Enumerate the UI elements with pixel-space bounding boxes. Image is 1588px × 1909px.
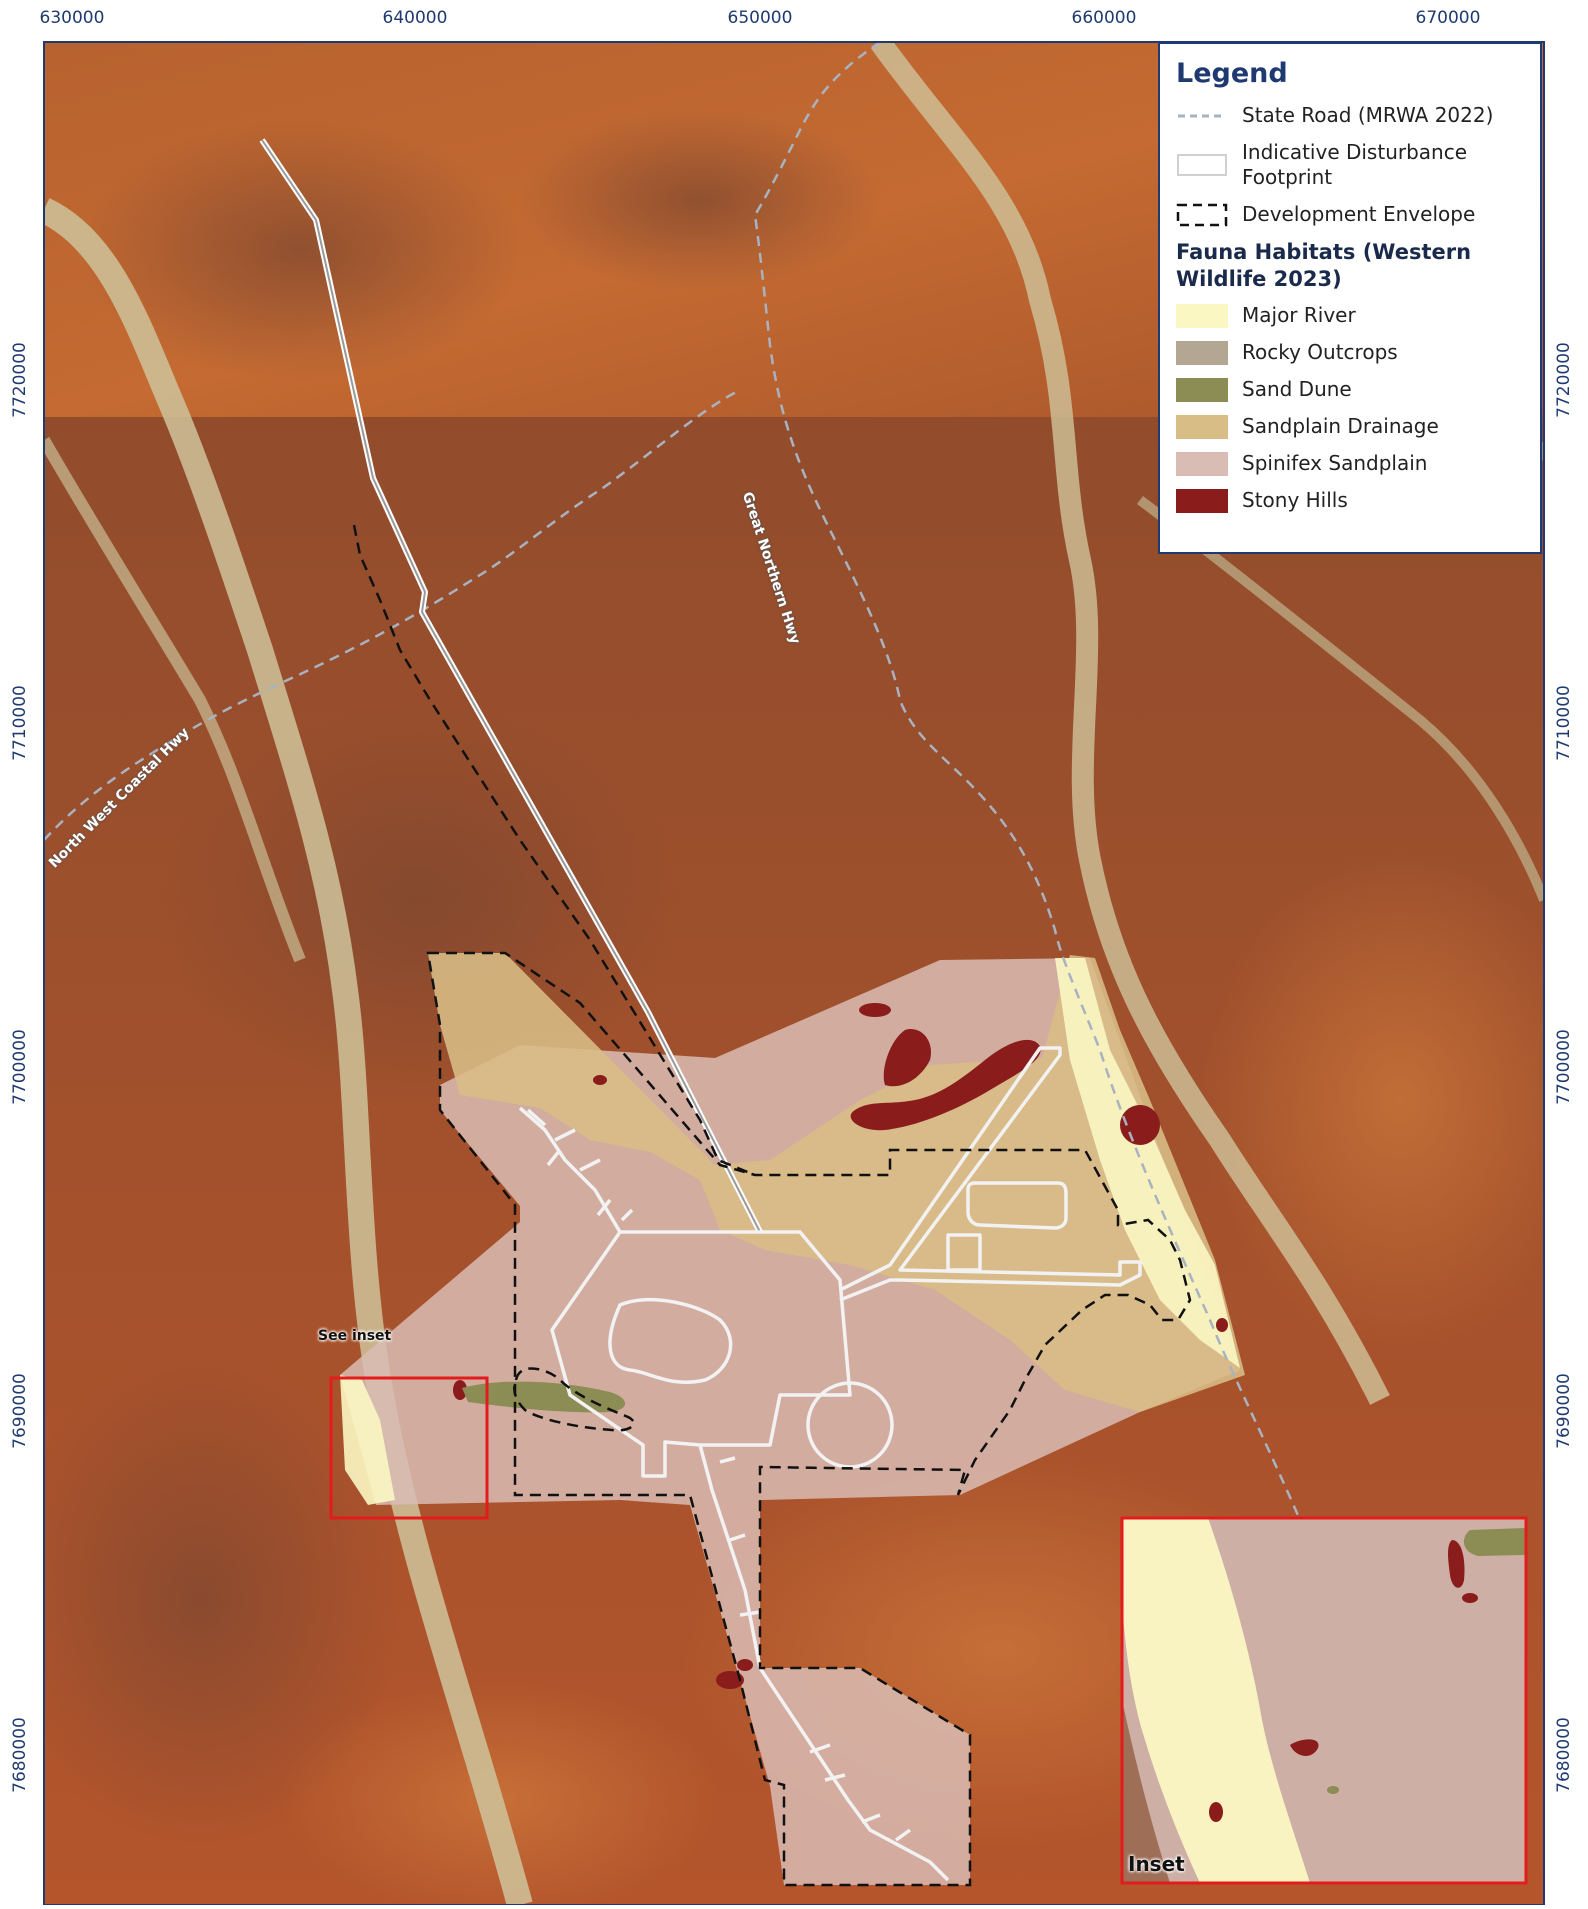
- legend-panel: Legend State Road (MRWA 2022) Indicative…: [1158, 42, 1542, 554]
- legend-habitat-heading: Fauna Habitats (Western Wildlife 2023): [1176, 240, 1472, 291]
- see-inset-box[interactable]: [329, 1376, 489, 1520]
- major-river-polygon: [1122, 1518, 1310, 1883]
- easting-tick: 650000: [727, 8, 793, 28]
- stony-hills-polygon: [859, 1003, 891, 1017]
- color-swatch: [1176, 414, 1228, 439]
- stony-hills-polygon: [1290, 1739, 1319, 1756]
- habitat-layer: [340, 953, 1245, 1885]
- color-swatch: [1176, 377, 1228, 402]
- dashed-line-icon: [1178, 114, 1226, 117]
- stony-hills-polygon: [850, 1039, 1041, 1131]
- legend-title: Legend: [1176, 58, 1288, 89]
- legend-label: State Road (MRWA 2022): [1242, 103, 1494, 127]
- easting-tick: 660000: [1071, 8, 1137, 28]
- stony-hills-polygon: [716, 1671, 744, 1689]
- easting-tick: 640000: [382, 8, 448, 28]
- major-river-polygon: [1055, 958, 1240, 1368]
- stony-hills-polygon: [737, 1659, 753, 1671]
- stony-hills-polygon: [1209, 1802, 1223, 1822]
- color-swatch: [1176, 340, 1228, 365]
- northing-tick-right: 7720000: [1553, 342, 1574, 418]
- northing-tick-right: 7680000: [1553, 1717, 1574, 1793]
- legend-label: Spinifex Sandplain: [1242, 451, 1428, 475]
- northing-tick-left: 7700000: [9, 1029, 30, 1105]
- disturbance-footprint: [259, 138, 1142, 1882]
- color-swatch: [1176, 451, 1228, 476]
- northing-tick-right: 7690000: [1553, 1373, 1574, 1449]
- stony-hills-polygon: [593, 1075, 607, 1085]
- northing-tick-left: 7690000: [9, 1373, 30, 1449]
- white-outline-box-icon: [1177, 154, 1227, 176]
- inset-map[interactable]: [1120, 1516, 1528, 1885]
- stony-hills-polygon: [1448, 1540, 1465, 1588]
- legend-label: Sand Dune: [1242, 377, 1352, 401]
- northing-tick-left: 7680000: [9, 1717, 30, 1793]
- legend-label: Sandplain Drainage: [1242, 414, 1439, 438]
- dashed-box-icon: [1176, 203, 1228, 226]
- easting-tick: 630000: [39, 8, 105, 28]
- legend-label: Indicative Disturbance Footprint: [1242, 140, 1468, 189]
- northing-tick-right: 7710000: [1553, 685, 1574, 761]
- great-northern-hwy: [753, 42, 1302, 1521]
- stony-hills-polygon: [883, 1029, 931, 1087]
- legend-label: Stony Hills: [1242, 488, 1348, 512]
- sandplain-drainage-polygon: [428, 953, 1245, 1412]
- northing-tick-right: 7700000: [1553, 1029, 1574, 1105]
- major-river-polygon: [340, 1375, 395, 1505]
- legend-item-disturbance-footprint: Indicative Disturbance Footprint: [1176, 140, 1524, 190]
- legend-item-state-road: State Road (MRWA 2022): [1176, 103, 1524, 128]
- stony-hills-polygon: [1462, 1593, 1478, 1603]
- northing-tick-left: 7710000: [9, 685, 30, 761]
- north-west-coastal-hwy: [44, 388, 741, 841]
- legend-label: Rocky Outcrops: [1242, 340, 1398, 364]
- stony-hills-polygon: [1216, 1318, 1228, 1332]
- legend-item-rocky-outcrops: Rocky Outcrops: [1176, 340, 1524, 365]
- legend-item-sand-dune: Sand Dune: [1176, 377, 1524, 402]
- stony-hills-polygon: [453, 1380, 467, 1400]
- see-inset-label: See inset: [318, 1328, 392, 1344]
- legend-item-sandplain-drainage: Sandplain Drainage: [1176, 414, 1524, 439]
- legend-item-major-river: Major River: [1176, 303, 1524, 328]
- inset-label: Inset: [1128, 1852, 1185, 1876]
- legend-item-spinifex-sandplain: Spinifex Sandplain: [1176, 451, 1524, 476]
- legend-label: Development Envelope: [1242, 202, 1476, 226]
- sand-dune-polygon: [1327, 1786, 1339, 1794]
- legend-item-stony-hills: Stony Hills: [1176, 488, 1524, 513]
- color-swatch: [1176, 488, 1228, 513]
- legend-label: Major River: [1242, 303, 1356, 327]
- state-roads: [44, 42, 1302, 1521]
- northing-tick-left: 7720000: [9, 342, 30, 418]
- easting-tick: 670000: [1415, 8, 1481, 28]
- legend-item-development-envelope: Development Envelope: [1176, 202, 1524, 227]
- inset-frame: [1120, 1516, 1528, 1885]
- development-envelope: [352, 524, 1192, 1887]
- sand-dune-polygon: [1463, 1528, 1526, 1556]
- color-swatch: [1176, 303, 1228, 328]
